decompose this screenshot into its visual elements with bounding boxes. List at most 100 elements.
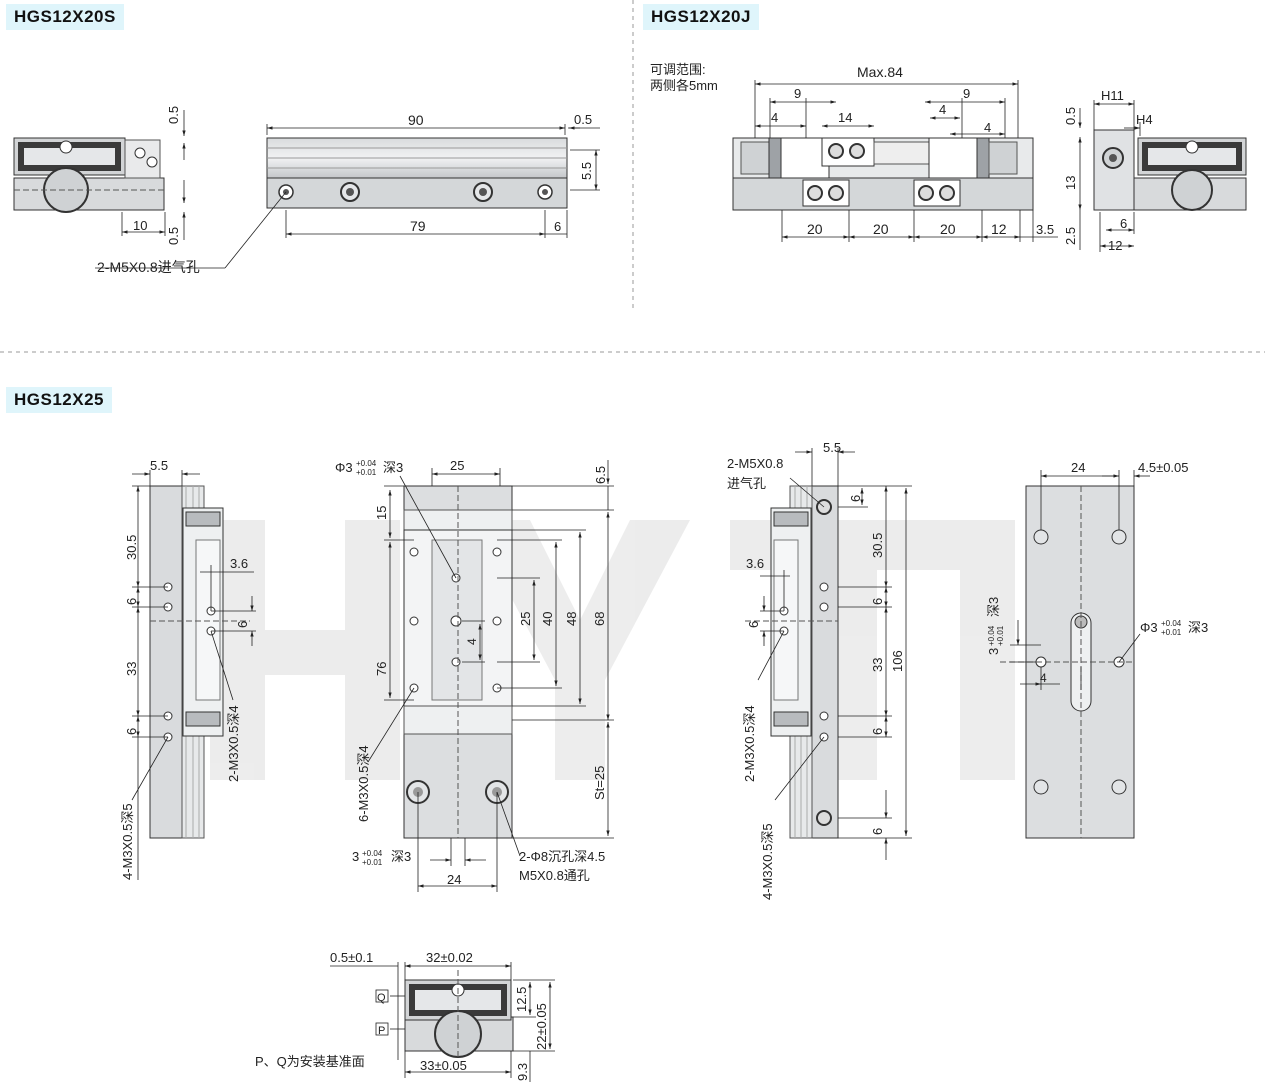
s2-end-dims	[1078, 100, 1141, 252]
section-title-hgs12x20j: HGS12X20J	[643, 4, 759, 30]
dim-label: 6	[124, 598, 139, 605]
dim-label: 6.5	[593, 466, 608, 484]
port-callout: 进气孔	[727, 476, 766, 491]
datum-q: Q	[377, 992, 386, 1004]
dim-label: 5.5	[823, 440, 841, 455]
dim-label: 24	[447, 872, 461, 887]
s3-view3	[745, 485, 839, 839]
tolerance: +0.04	[356, 459, 377, 468]
dim-label: 4	[1040, 671, 1047, 685]
dim-label: 25	[518, 612, 533, 626]
hole-callout: 4-M3X0.5深5	[120, 803, 135, 880]
dim-label: 32±0.02	[426, 950, 473, 965]
dim-label: 24	[1071, 460, 1085, 475]
datum-note: P、Q为安装基准面	[255, 1054, 365, 1069]
datum-p: P	[378, 1025, 385, 1037]
dim-label: 33	[124, 662, 139, 676]
dim-label: 20	[940, 221, 956, 237]
dim-label: 2.5	[1063, 227, 1078, 245]
dim-label: 48	[564, 612, 579, 626]
dim-label: 106	[890, 650, 905, 672]
dim-label: 4	[771, 110, 778, 125]
dim-label: 9.3	[515, 1063, 530, 1081]
dim-label: 4	[984, 120, 991, 135]
pin-callout: 深3	[383, 460, 403, 475]
s3-view5	[404, 970, 514, 1060]
pin-callout: 3	[352, 849, 359, 864]
dim-label: 6	[554, 219, 561, 234]
dim-label: 6	[870, 598, 885, 605]
s3-view2-dims	[367, 460, 614, 892]
dim-label: 20	[873, 221, 889, 237]
dim-label: 3.6	[230, 556, 248, 571]
dim-label: 30.5	[124, 535, 139, 560]
port-callout: 2-M5X0.8进气孔	[97, 259, 200, 275]
pin-callout: Φ3	[335, 460, 353, 475]
dim-label: 33	[870, 658, 885, 672]
dim-label: 14	[838, 110, 852, 125]
port-callout: 2-M5X0.8	[727, 456, 783, 471]
dim-label: 10	[133, 218, 147, 233]
dim-label: 0.5±0.1	[330, 950, 373, 965]
adjust-note: 可调范围:	[650, 62, 706, 77]
section-title-hgs12x20s: HGS12X20S	[6, 4, 124, 30]
watermark	[210, 520, 1090, 780]
s2-side-dims	[754, 80, 1058, 242]
section-title-hgs12x25: HGS12X25	[6, 387, 112, 413]
s3-view4-dims	[1010, 470, 1150, 690]
hole-callout: 2-M3X0.5深4	[226, 705, 241, 782]
dim-label: 90	[408, 112, 424, 128]
s1-end-view	[13, 137, 165, 213]
dim-label: 0.5	[166, 106, 181, 124]
dim-label: 5.5	[150, 458, 168, 473]
dim-label: 9	[794, 86, 801, 101]
dim-label: 40	[540, 612, 555, 626]
s2-side-view	[732, 137, 1034, 211]
dim-label: 4	[939, 102, 946, 117]
s3-view3-dims	[757, 448, 912, 860]
dim-label: 3.5	[1036, 222, 1054, 237]
s3-view4	[1000, 485, 1135, 839]
dim-label: 3.6	[746, 556, 764, 571]
pin-callout: 深3	[986, 597, 1001, 617]
dim-label: 30.5	[870, 533, 885, 558]
dim-label: 22±0.05	[534, 1003, 549, 1050]
dim-label: 6	[848, 495, 863, 502]
s3-view1-dims	[131, 470, 256, 880]
dim-label: 4.5±0.05	[1138, 460, 1189, 475]
dim-label: 12.5	[514, 987, 529, 1012]
dim-label: 79	[410, 218, 426, 234]
dim-label: 68	[592, 612, 607, 626]
dim-label: 13	[1063, 176, 1078, 190]
tolerance: +0.01	[356, 468, 377, 477]
thru-callout: M5X0.8通孔	[519, 868, 590, 883]
dim-label: 12	[1108, 238, 1122, 253]
hole-callout: 4-M3X0.5深5	[760, 823, 775, 900]
dim-label: 0.5	[166, 227, 181, 245]
s3-view5-dims	[330, 962, 555, 1082]
dim-label: 5.5	[579, 162, 594, 180]
dim-label: 6	[746, 621, 761, 628]
dim-label: Max.84	[857, 64, 903, 80]
dim-label: 20	[807, 221, 823, 237]
tolerance: +0.04	[1161, 619, 1182, 628]
dim-label: 6	[870, 728, 885, 735]
dim-label: 0.5	[1063, 107, 1078, 125]
dim-label: H11	[1101, 88, 1124, 103]
tolerance: +0.01	[362, 858, 383, 867]
stroke-label: St=25	[592, 766, 607, 800]
pin-callout: 深3	[391, 849, 411, 864]
dim-label: 76	[374, 662, 389, 676]
dim-label: 0.5	[574, 112, 592, 127]
pin-callout: 深3	[1188, 620, 1208, 635]
dim-label: 4	[465, 638, 479, 645]
dim-label: H4	[1136, 112, 1153, 127]
dim-label: 15	[374, 506, 389, 520]
pin-callout: Φ3	[1140, 620, 1158, 635]
tolerance: +0.01	[1161, 628, 1182, 637]
hole-callout: 6-M3X0.5深4	[356, 745, 371, 822]
pin-callout: 3	[986, 648, 1001, 655]
hole-callout: 2-M3X0.5深4	[742, 705, 757, 782]
dim-label: 6	[870, 828, 885, 835]
